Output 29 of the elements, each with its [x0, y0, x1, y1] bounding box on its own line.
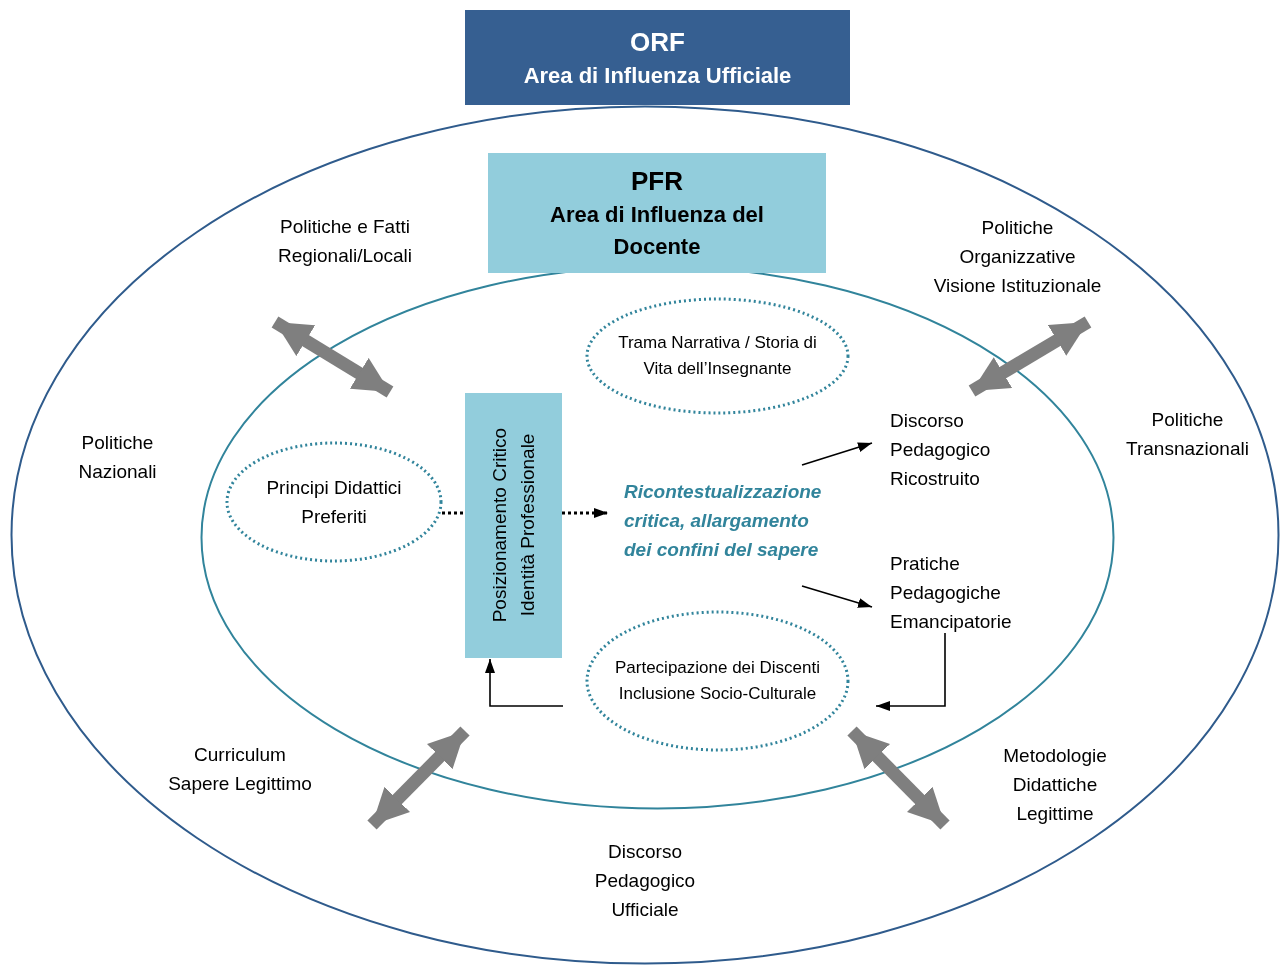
- double-arrow: [847, 726, 950, 830]
- identity-box: Posizionamento Critico Identità Professionale: [465, 393, 562, 658]
- arrow: [875, 632, 946, 711]
- area-label: Curriculum: [194, 743, 286, 767]
- heading-banner: ORF Area di Influenza Ufficiale: [465, 10, 850, 105]
- area-label: Politiche Organizzative: [958, 215, 1077, 269]
- dotted-line: [442, 511, 465, 515]
- area-label: Politiche e Fatti Regionali/Locali: [276, 215, 414, 268]
- heading-banner: PFR Area di Influenza del Docente: [488, 153, 826, 273]
- ellipse-text: Principi Didattici Preferiti: [265, 476, 403, 529]
- double-arrow: [968, 316, 1092, 397]
- area-label: Visione Istituzionale: [933, 273, 1102, 298]
- area-label: Sapere Legittimo: [168, 772, 312, 796]
- ellipse-text: Inclusione Socio-Culturale: [618, 683, 817, 705]
- arrow: [485, 658, 564, 707]
- area-label: Pratiche Pedagogiche Emancipatorie: [890, 551, 1013, 634]
- dotted-arrow: [562, 508, 608, 518]
- area-label: Politiche Transnazionali: [1125, 408, 1250, 461]
- ellipse-text: Partecipazione dei Discenti: [614, 657, 821, 679]
- area-label: Politiche Nazionali: [77, 431, 158, 484]
- area-label: Discorso Pedagogico Ricostruito: [890, 408, 992, 491]
- area-label: Discorso Pedagogico Ufficiale: [593, 839, 697, 922]
- ellipse-text: Trama Narrativa / Storia di Vita dell’Insegnante: [617, 332, 818, 380]
- double-arrow: [271, 316, 394, 398]
- double-arrow: [367, 726, 470, 830]
- arrow: [801, 442, 873, 466]
- area-label: Metodologie Didattiche Legittime: [1002, 743, 1108, 826]
- emphasis-text: Ricontestualizzazione critica, allargamento dei confini del sapere: [624, 479, 823, 562]
- arrow: [801, 585, 873, 608]
